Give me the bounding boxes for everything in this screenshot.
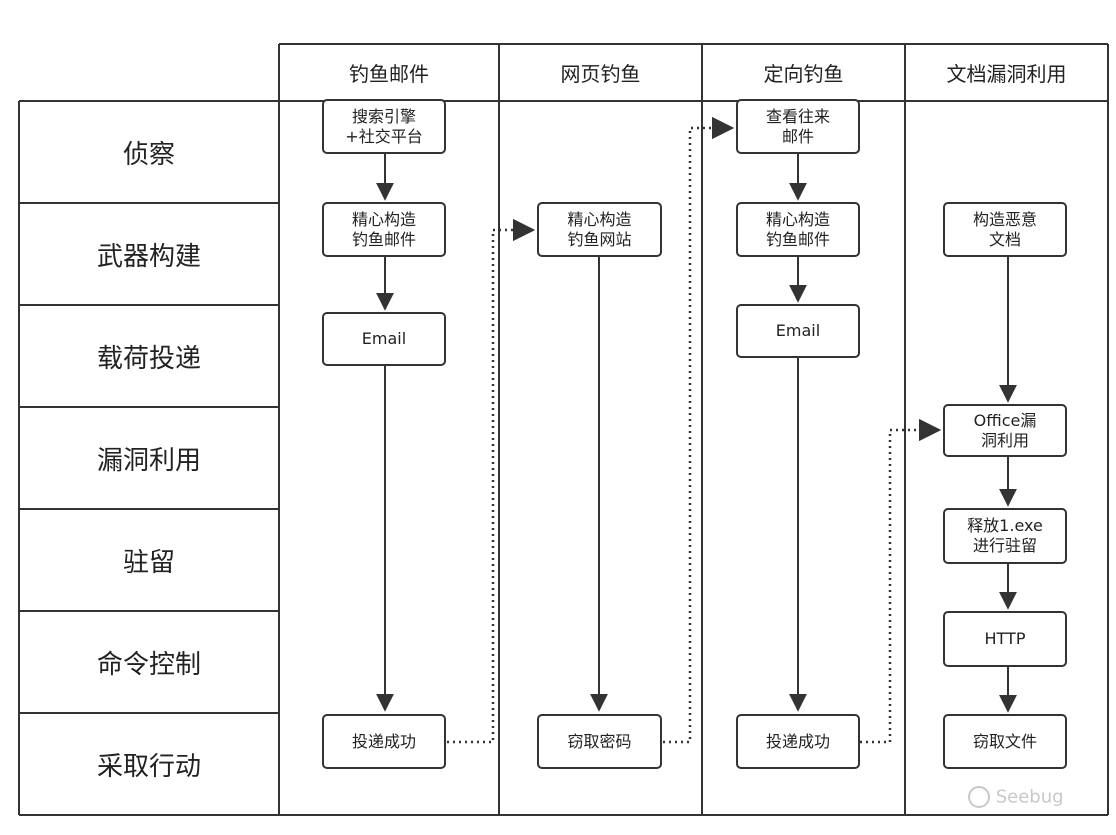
node-l3-weaponize-line1: 精心构造 [765, 209, 830, 229]
stage-label-action: 采取行动 [96, 751, 201, 782]
node-l4-weaponize-line2: 文档 [988, 229, 1021, 249]
node-l3-weaponize-line2: 钓鱼邮件 [765, 229, 830, 249]
node-l4-weaponize-line1: 构造恶意 [972, 209, 1037, 229]
dotted-arrows [447, 116, 942, 744]
node-l3-email-label: Email [775, 321, 821, 340]
stage-label-c2: 命令控制 [96, 649, 201, 680]
stage-label-delivery: 载荷投递 [96, 343, 201, 374]
node-l4-action: 窃取文件 [943, 714, 1067, 769]
dotted-l2-to-l3 [663, 116, 735, 744]
node-l1-weaponize-line2: 钓鱼邮件 [351, 229, 416, 249]
seebug-logo-icon [968, 786, 990, 808]
node-l1-success: 投递成功 [322, 714, 446, 769]
node-l2-weaponize-line1: 精心构造 [567, 209, 632, 229]
node-l1-email-label: Email [361, 329, 407, 348]
node-l4-c2: HTTP [943, 611, 1067, 667]
node-l3-success: 投递成功 [736, 714, 860, 769]
node-l4-install: 释放1.exe 进行驻留 [943, 508, 1067, 564]
node-l4-exploit-line2: 洞利用 [980, 430, 1029, 450]
node-l1-recon: 搜索引擎 +社交平台 [322, 99, 446, 154]
node-l1-weaponize: 精心构造 钓鱼邮件 [322, 202, 446, 257]
stage-label-weaponize: 武器构建 [96, 241, 201, 272]
node-l4-install-line1: 释放1.exe [967, 516, 1043, 535]
node-l4-action-label: 窃取文件 [972, 731, 1037, 751]
column-header-web-phishing: 网页钓鱼 [560, 62, 641, 86]
node-l1-recon-line2: +社交平台 [345, 126, 423, 146]
stage-label-exploit: 漏洞利用 [96, 445, 201, 476]
seebug-watermark: Seebug [968, 786, 1064, 808]
column-header-phishing-email: 钓鱼邮件 [349, 62, 429, 86]
watermark-text: Seebug [995, 786, 1064, 808]
stage-label-recon: 侦察 [122, 139, 175, 170]
node-l3-weaponize: 精心构造 钓鱼邮件 [736, 202, 860, 257]
column-header-spear-phishing: 定向钓鱼 [763, 62, 844, 86]
node-l1-success-label: 投递成功 [351, 731, 416, 751]
node-l2-steal-label: 窃取密码 [567, 731, 632, 751]
dotted-l1-to-l2 [447, 218, 536, 744]
node-l3-success-label: 投递成功 [765, 731, 830, 751]
node-l4-exploit-line1: Office漏 [973, 410, 1037, 430]
node-l2-weaponize-line2: 钓鱼网站 [567, 229, 632, 249]
column-header-doc-exploit: 文档漏洞利用 [946, 62, 1067, 86]
node-l1-recon-line1: 搜索引擎 [351, 106, 416, 126]
node-l1-weaponize-line1: 精心构造 [351, 209, 416, 229]
stage-label-install: 驻留 [122, 547, 175, 578]
node-l2-weaponize: 精心构造 钓鱼网站 [537, 202, 662, 257]
node-l1-email: Email [322, 312, 446, 366]
node-l2-steal: 窃取密码 [537, 714, 662, 769]
node-l3-recon-line2: 邮件 [781, 126, 814, 146]
node-l3-recon-line1: 查看往来 [765, 106, 830, 126]
node-l4-install-line2: 进行驻留 [972, 536, 1037, 555]
dotted-l3-to-l4 [860, 418, 942, 744]
node-l3-email: Email [736, 304, 860, 358]
node-l4-weaponize: 构造恶意 文档 [943, 202, 1067, 257]
solid-arrows [376, 154, 1017, 713]
node-l3-recon: 查看往来 邮件 [736, 99, 860, 154]
grid-lines [18, 43, 1109, 816]
node-l4-c2-label: HTTP [984, 629, 1026, 648]
node-l4-exploit: Office漏 洞利用 [943, 404, 1067, 457]
